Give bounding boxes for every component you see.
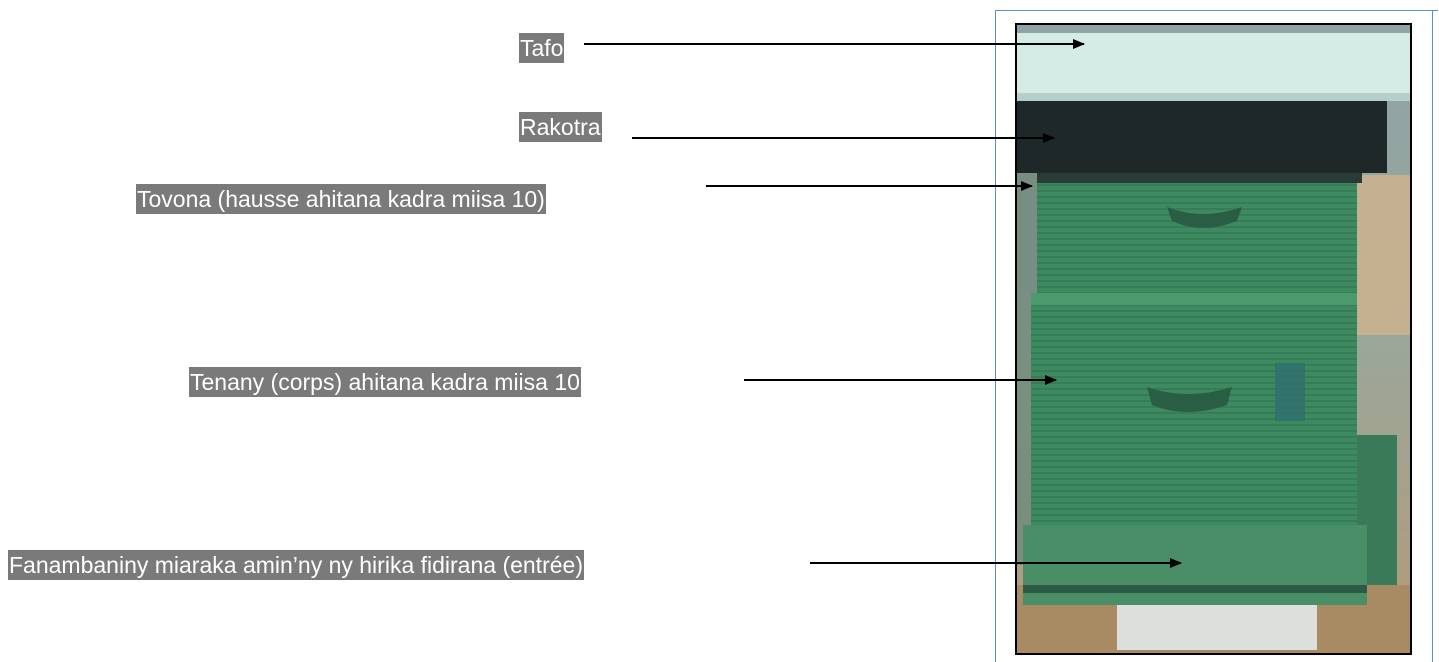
- super-handhold: [1167, 207, 1242, 228]
- hive-roof-edge: [1017, 93, 1410, 101]
- label-rakotra: Rakotra: [519, 112, 602, 142]
- label-fanambaniny: Fanambaniny miaraka amin’ny ny hirika fi…: [8, 550, 584, 580]
- frame-line-left: [995, 10, 996, 662]
- hive-stand: [1117, 600, 1317, 650]
- hive-body: [1031, 305, 1357, 545]
- hive-super: [1037, 183, 1357, 303]
- frame-line-right: [1432, 10, 1433, 662]
- label-tovona: Tovona (hausse ahitana kadra miisa 10): [136, 184, 546, 214]
- right-background-ground: [1357, 175, 1410, 335]
- hive-entrance: [1023, 585, 1367, 593]
- beehive-illustration: [1017, 25, 1410, 653]
- hive-cover-lip: [1037, 173, 1362, 183]
- body-handhold: [1147, 387, 1232, 412]
- beehive-photo: [1015, 23, 1412, 655]
- label-tafo: Tafo: [519, 33, 565, 63]
- body-top-edge: [1031, 293, 1357, 305]
- body-patch: [1275, 363, 1305, 421]
- frame-line-top: [995, 10, 1438, 11]
- label-tenany: Tenany (corps) ahitana kadra miisa 10: [189, 367, 581, 397]
- hive-cover: [1017, 101, 1387, 173]
